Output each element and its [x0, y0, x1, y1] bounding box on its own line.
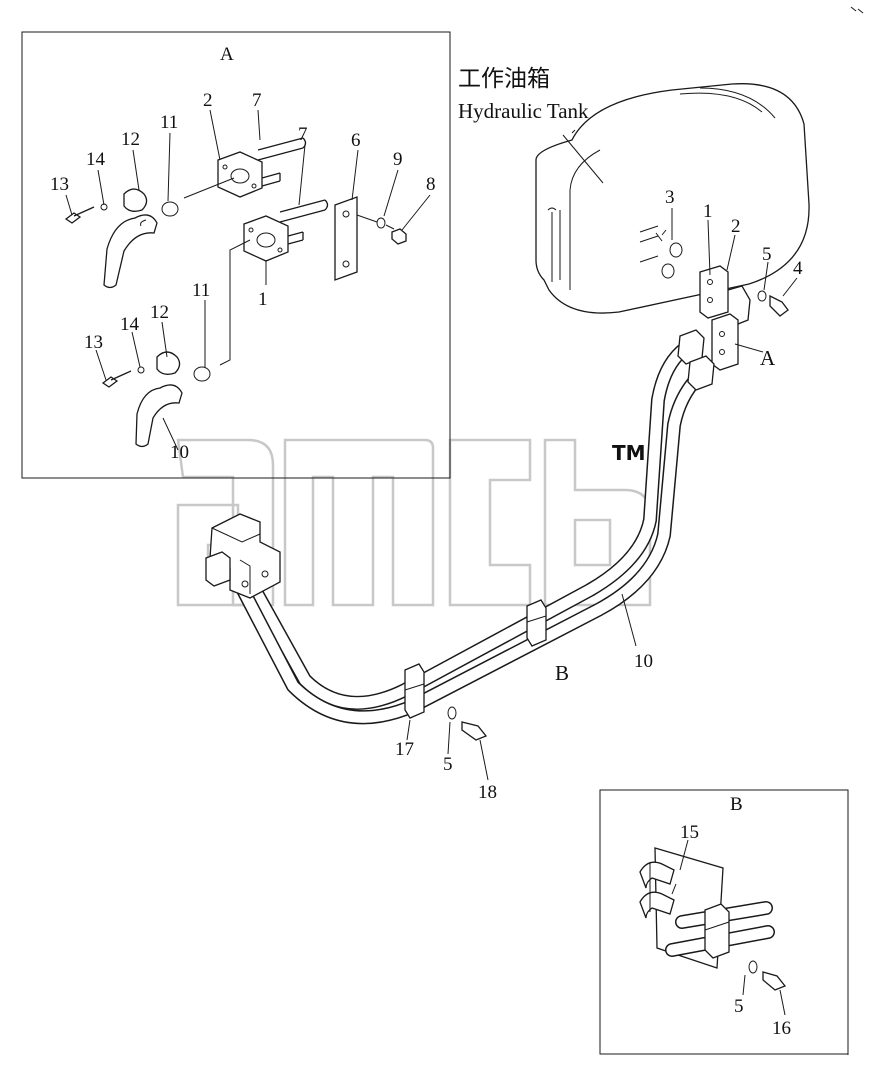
- bracket-clamp-upper: [639, 861, 675, 889]
- label-main-4: 4: [793, 258, 803, 279]
- pipe-line-lower: [236, 368, 707, 725]
- label-a-7-upper: 7: [252, 90, 262, 111]
- label-a-14-lower: 14: [120, 314, 140, 335]
- bolt-18: [461, 721, 488, 741]
- detail-a-frame: [21, 31, 451, 479]
- washer-5-clamp: [447, 706, 457, 720]
- tank-title-cn: 工作油箱: [458, 66, 550, 92]
- washer-5-top: [757, 290, 767, 302]
- pipe-clamp-middle: [526, 599, 547, 647]
- label-main-ref-a: A: [760, 346, 776, 370]
- label-a-10: 10: [170, 442, 189, 463]
- label-a-13-upper: 13: [50, 174, 69, 195]
- detail-a-title: A: [220, 44, 234, 65]
- upper-flange-assembly: [217, 137, 307, 198]
- corner-mark: [850, 6, 864, 14]
- bracket-plate: [334, 196, 358, 281]
- label-main-17: 17: [395, 739, 414, 760]
- label-a-13-lower: 13: [84, 332, 103, 353]
- pipe-clamp-lower: [404, 663, 425, 719]
- pipe-clamp-b: [704, 903, 730, 959]
- label-a-1: 1: [258, 289, 268, 310]
- bolt-16: [762, 971, 787, 991]
- label-main-2: 2: [731, 216, 741, 237]
- pump-end-bracket: [205, 513, 281, 599]
- trademark-text: TM: [612, 441, 646, 465]
- label-b-15: 15: [680, 822, 699, 843]
- label-main-5: 5: [762, 244, 772, 265]
- bracket-clamp-lower: [639, 891, 675, 919]
- detail-a-view: A: [21, 31, 451, 479]
- label-a-8: 8: [426, 174, 436, 195]
- label-b-5: 5: [734, 996, 744, 1017]
- nut: [391, 228, 407, 245]
- tank-port-oring-upper: [669, 242, 683, 258]
- label-a-9: 9: [393, 149, 403, 170]
- detail-b-title: B: [730, 794, 743, 815]
- label-main-1: 1: [703, 201, 713, 222]
- detail-b-frame: [599, 789, 849, 1055]
- label-main-5-lower: 5: [443, 754, 453, 775]
- pipe-line-upper: [248, 338, 697, 710]
- label-a-12-lower: 12: [150, 302, 169, 323]
- label-main-ref-b: B: [555, 661, 569, 685]
- label-a-6: 6: [351, 130, 361, 151]
- lower-elbow-set: [101, 351, 211, 448]
- label-main-3: 3: [665, 187, 675, 208]
- bolt-4: [769, 294, 789, 317]
- label-a-2: 2: [203, 90, 213, 111]
- label-a-11-lower: 11: [192, 280, 210, 301]
- pipe-flange-lower: [687, 355, 715, 391]
- tank-title-en: Hydraulic Tank: [458, 99, 589, 123]
- lower-flange-assembly: [219, 199, 329, 366]
- tank-flange-set: [671, 208, 798, 371]
- lock-washer: [376, 217, 386, 229]
- label-a-7-lower: 7: [298, 124, 308, 145]
- label-a-14-upper: 14: [86, 149, 106, 170]
- washer-5-b: [748, 960, 758, 974]
- label-a-11-upper: 11: [160, 112, 178, 133]
- label-main-10: 10: [634, 651, 653, 672]
- upper-elbow-set: [64, 188, 179, 289]
- label-main-18: 18: [478, 782, 497, 803]
- label-a-12-upper: 12: [121, 129, 140, 150]
- hydraulic-tank: [535, 83, 810, 314]
- tank-port-oring-lower: [661, 263, 675, 279]
- label-b-16: 16: [772, 1018, 791, 1039]
- detail-b-view: B 15 5 16: [599, 789, 849, 1055]
